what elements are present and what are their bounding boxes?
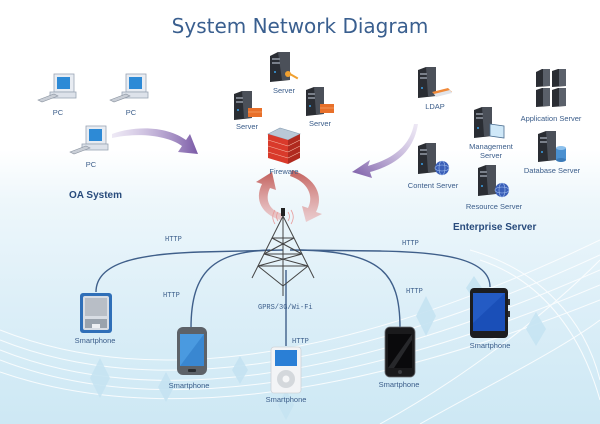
diamond-decoration — [278, 390, 294, 420]
enterprise-node-label: Content Server — [407, 181, 459, 190]
pc-icon[interactable] — [36, 72, 80, 108]
server-globe-icon[interactable] — [414, 142, 454, 178]
link-label-http: HTTP — [402, 240, 419, 248]
server-ldap-icon[interactable] — [414, 66, 454, 100]
android-phone-icon[interactable] — [176, 326, 208, 376]
diamond-decoration — [158, 372, 174, 402]
link-label-http: HTTP — [165, 236, 182, 244]
server-cluster-icon[interactable] — [534, 68, 574, 108]
group-label-oa-system: OA System — [69, 190, 122, 201]
tablet-icon[interactable] — [469, 287, 511, 339]
diamond-decoration — [90, 358, 110, 398]
arrow-enterprise-to-center — [352, 124, 418, 178]
server-label: Server — [235, 122, 259, 131]
smartphone-label: Smartphone — [469, 341, 511, 350]
tower-label: GPRS/3G/Wi-Fi — [258, 304, 313, 312]
server-label: Server — [308, 119, 332, 128]
server-firewall-icon[interactable] — [302, 86, 338, 118]
link-label-http: HTTP — [406, 288, 423, 296]
refresh-arrow-right — [290, 170, 322, 222]
diamond-decoration — [232, 356, 248, 384]
server-globe-icon[interactable] — [474, 164, 514, 200]
enterprise-node-label: Application Server — [520, 114, 582, 123]
enterprise-node-label: Management Server — [469, 142, 513, 160]
link-label-http: HTTP — [163, 292, 180, 300]
server-label: Server — [272, 86, 296, 95]
server-database-icon[interactable] — [534, 130, 574, 166]
link-line — [299, 249, 401, 329]
pc-icon[interactable] — [108, 72, 152, 108]
pc-icon[interactable] — [68, 124, 112, 160]
pc-label: PC — [52, 108, 64, 117]
diagram-title: System Network Diagram — [171, 14, 429, 38]
pc-label: PC — [85, 160, 97, 169]
diamond-decoration — [416, 296, 436, 336]
smartphone-label: Smartphone — [378, 380, 420, 389]
smartphone-label: Smartphone — [74, 336, 116, 345]
arrow-oa-to-center — [112, 128, 198, 154]
smartphone-label: Smartphone — [168, 381, 210, 390]
server-firewall-icon[interactable] — [230, 90, 266, 122]
smartphone-label: Smartphone — [265, 395, 307, 404]
pda-icon[interactable] — [79, 292, 113, 334]
pc-label: PC — [125, 108, 137, 117]
firewall-label: Fireware — [269, 167, 299, 176]
link-line — [289, 249, 491, 288]
group-label-enterprise-server: Enterprise Server — [453, 222, 537, 233]
server-key-icon[interactable] — [266, 50, 302, 86]
enterprise-node-label: LDAP — [425, 102, 445, 111]
link-line — [190, 249, 271, 329]
link-line — [95, 249, 284, 293]
server-monitor-icon[interactable] — [470, 106, 510, 142]
enterprise-node-label: Resource Server — [465, 202, 523, 211]
link-label-http: HTTP — [292, 338, 309, 346]
refresh-arrow-left — [256, 172, 284, 220]
enterprise-node-label: Database Server — [523, 166, 581, 175]
ipod-icon[interactable] — [270, 346, 302, 394]
diamond-decoration — [526, 312, 546, 346]
iphone-icon[interactable] — [384, 326, 416, 378]
cell-tower-icon[interactable] — [248, 206, 318, 296]
firewall-icon[interactable] — [266, 126, 302, 166]
